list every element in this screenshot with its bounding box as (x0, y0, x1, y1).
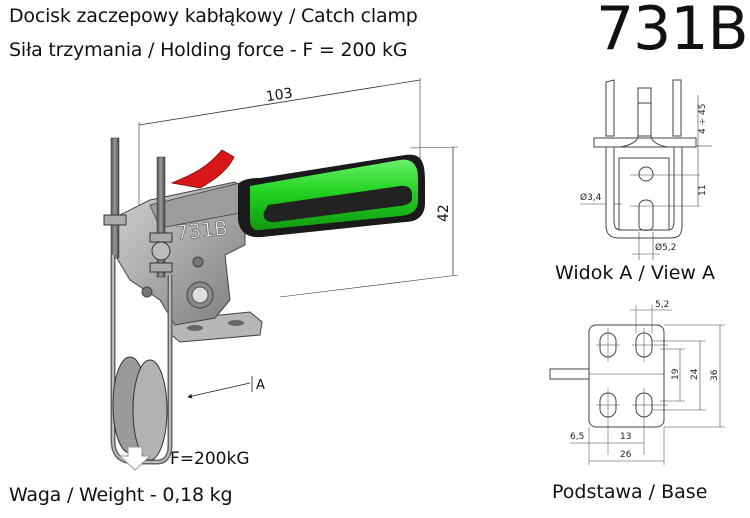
base-width-dim: 26 (620, 450, 632, 460)
base-hole (187, 325, 203, 331)
view-a-marker: A (187, 376, 265, 399)
base-outer-pitch-dim: 24 (690, 368, 700, 380)
force-arrow-icon (118, 446, 152, 471)
nut (103, 214, 127, 226)
view-a-hole-diameter: Ø5,2 (655, 242, 676, 253)
view-a-label: A (256, 378, 265, 393)
force-label: F=200kG (170, 449, 250, 469)
dimension-height-label: 42 (436, 204, 452, 222)
base-hole-pitch-dim: 13 (620, 432, 631, 442)
base-drawing (549, 305, 725, 465)
view-a-drawing (580, 79, 712, 260)
clamp-3d-drawing: 103 42 731B (103, 78, 459, 471)
base-caption: Podstawa / Base (552, 481, 708, 503)
threaded-rod (156, 156, 166, 278)
nut (149, 232, 173, 243)
nut (149, 262, 173, 273)
base-height-dim: 36 (710, 369, 720, 381)
green-handle (238, 154, 425, 238)
dimension-height: 42 (279, 146, 459, 298)
roller-disc (132, 359, 168, 461)
dimension-length-label: 103 (265, 85, 294, 105)
view-a-spacing-dim: 11 (698, 185, 708, 196)
view-a-wire-diameter: Ø3,4 (580, 192, 602, 203)
base-hole (228, 320, 244, 326)
title-line-2: Siła trzymania / Holding force - F = 200… (9, 39, 408, 61)
safety-lever (170, 149, 235, 189)
base-edge-offset-dim: 6,5 (570, 432, 584, 442)
view-a-range-dim: 4 ÷ 45 (698, 104, 708, 134)
weight-label: Waga / Weight - 0,18 kg (9, 484, 233, 506)
view-a-caption: Widok A / View A (555, 262, 715, 284)
dimension-length: 103 (138, 78, 421, 210)
title-line-1: Docisk zaczepowy kabłąkowy / Catch clamp (9, 5, 418, 27)
threaded-rod (110, 137, 120, 259)
model-number: 731B (596, 0, 749, 64)
base-slot-width-dim: 5,2 (655, 300, 669, 310)
base-inner-pitch-dim: 19 (671, 368, 681, 380)
